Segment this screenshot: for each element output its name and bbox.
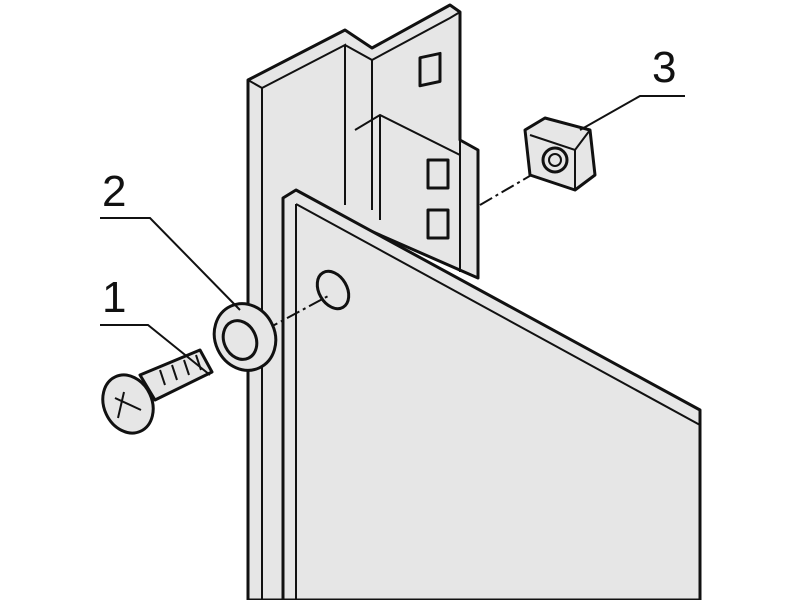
leader-line-3 <box>579 95 685 131</box>
label-cage-nut: 3 <box>652 43 676 92</box>
axis-line <box>264 294 331 331</box>
washer <box>212 302 278 372</box>
mounting-post <box>246 3 480 600</box>
label-screw: 1 <box>102 273 126 322</box>
post-slot <box>418 51 442 88</box>
leader-line-2 <box>100 217 241 311</box>
cage-nut <box>523 116 597 192</box>
panel <box>281 188 702 600</box>
post-slot <box>426 208 450 240</box>
panel-hole <box>315 269 351 311</box>
label-washer: 2 <box>102 167 126 216</box>
screw <box>101 348 214 435</box>
leader-line-1 <box>100 324 211 376</box>
post-slot <box>426 158 450 190</box>
